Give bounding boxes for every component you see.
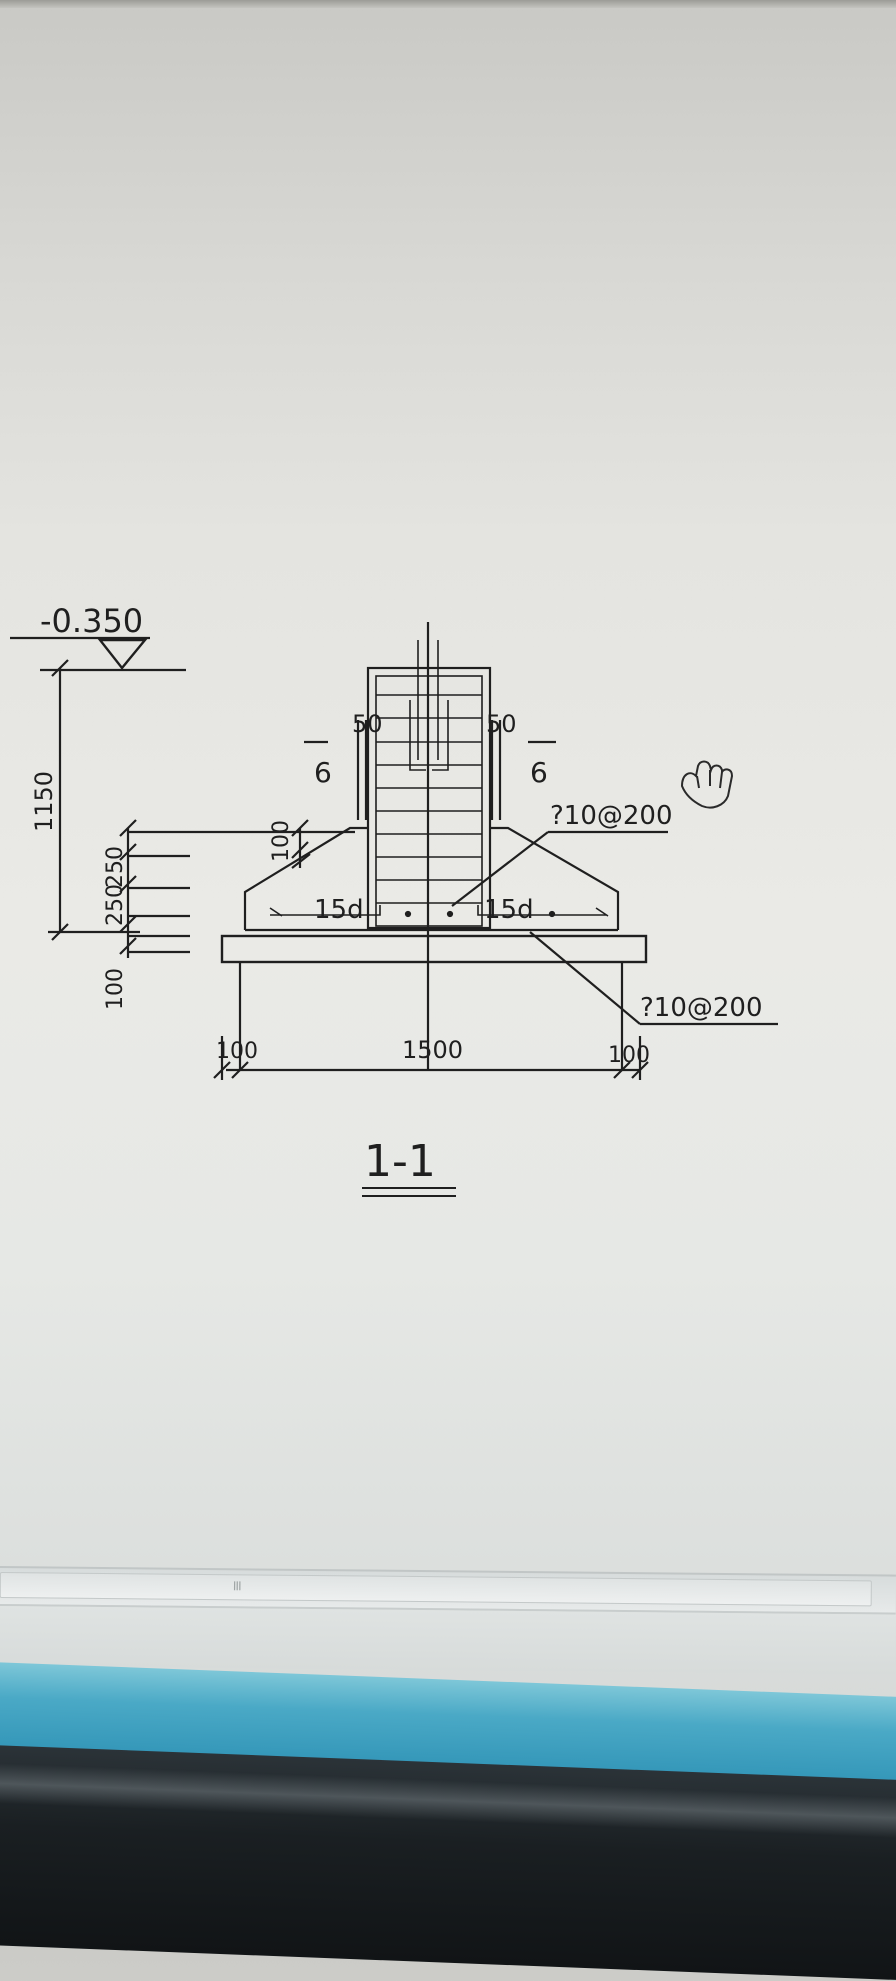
pan-hand-cursor-icon	[680, 760, 734, 809]
anchor-left-rebar	[270, 905, 381, 916]
scrollbar-grip-icon: III	[232, 1578, 241, 1594]
tick-1150-top	[51, 659, 69, 677]
anchor-left-label: 15d	[314, 895, 364, 925]
elevation-triangle-icon	[97, 638, 148, 670]
dimension-250-bottom-label: 250	[103, 884, 128, 926]
tick-100-top	[291, 819, 309, 837]
status-area	[0, 1606, 896, 1675]
rebar-dot-1	[404, 910, 412, 918]
elevation-label: -0.350	[40, 602, 143, 640]
tick-100-bottom	[291, 841, 309, 859]
leader-bottom-callout	[529, 931, 641, 1025]
section-mark-right-label: 6	[530, 756, 548, 789]
tick-chain-3	[119, 875, 137, 893]
bezel-reflection	[0, 1762, 896, 1839]
tick-1500-right-2	[631, 1061, 649, 1079]
dimension-100-bottom-left-label: 100	[216, 1039, 258, 1064]
rebar-callout-top-label: ?10@200	[550, 801, 673, 831]
rebar-hook-left	[409, 700, 426, 771]
leader-top-callout	[451, 831, 549, 907]
rebar-callout-bottom-label: ?10@200	[640, 993, 763, 1023]
anchor-left-hook	[269, 907, 283, 917]
dimension-1500-label: 1500	[402, 1036, 463, 1064]
base-slab	[220, 934, 648, 964]
monitor-bezel	[0, 1745, 896, 1981]
dimension-100-bottom-right-label: 100	[608, 1043, 650, 1068]
tick-chain-1	[119, 819, 137, 837]
dimension-1150-label: 1150	[30, 771, 58, 832]
rebar-hook-right	[432, 700, 449, 771]
anchor-right-label: 15d	[484, 895, 534, 925]
cad-drawing-canvas[interactable]: -0.350 1150 250 250 100 100 50 50 6 6 15…	[0, 0, 896, 1560]
tick-1500-right	[613, 1061, 631, 1079]
dimension-250-top-label: 250	[103, 846, 128, 888]
scrollbar-thumb[interactable]: III	[0, 1571, 872, 1607]
tick-1500-left-2	[231, 1061, 249, 1079]
rebar-dot-3	[548, 910, 556, 918]
haunch-right	[490, 826, 620, 930]
dimension-100-vertical-label: 100	[269, 820, 294, 862]
tick-1500-left	[213, 1061, 231, 1079]
dimension-100-left-label: 100	[103, 968, 128, 1010]
tick-chain-5	[119, 937, 137, 955]
rebar-dot-2	[446, 910, 454, 918]
anchor-right-rebar	[477, 905, 606, 916]
window-top-edge	[0, 0, 896, 8]
dimension-50-right-label: 50	[486, 710, 517, 738]
anchor-right-hook	[595, 907, 609, 917]
tick-chain-4	[119, 915, 137, 933]
dimension-50-left-label: 50	[352, 710, 383, 738]
section-mark-left-label: 6	[314, 756, 332, 789]
haunch-left	[243, 826, 368, 930]
tick-100-lower	[291, 853, 311, 869]
tick-chain-2	[119, 843, 137, 861]
section-title: 1-1	[364, 1136, 436, 1187]
foundation-section-drawing: -0.350 1150 250 250 100 100 50 50 6 6 15…	[10, 602, 778, 1197]
